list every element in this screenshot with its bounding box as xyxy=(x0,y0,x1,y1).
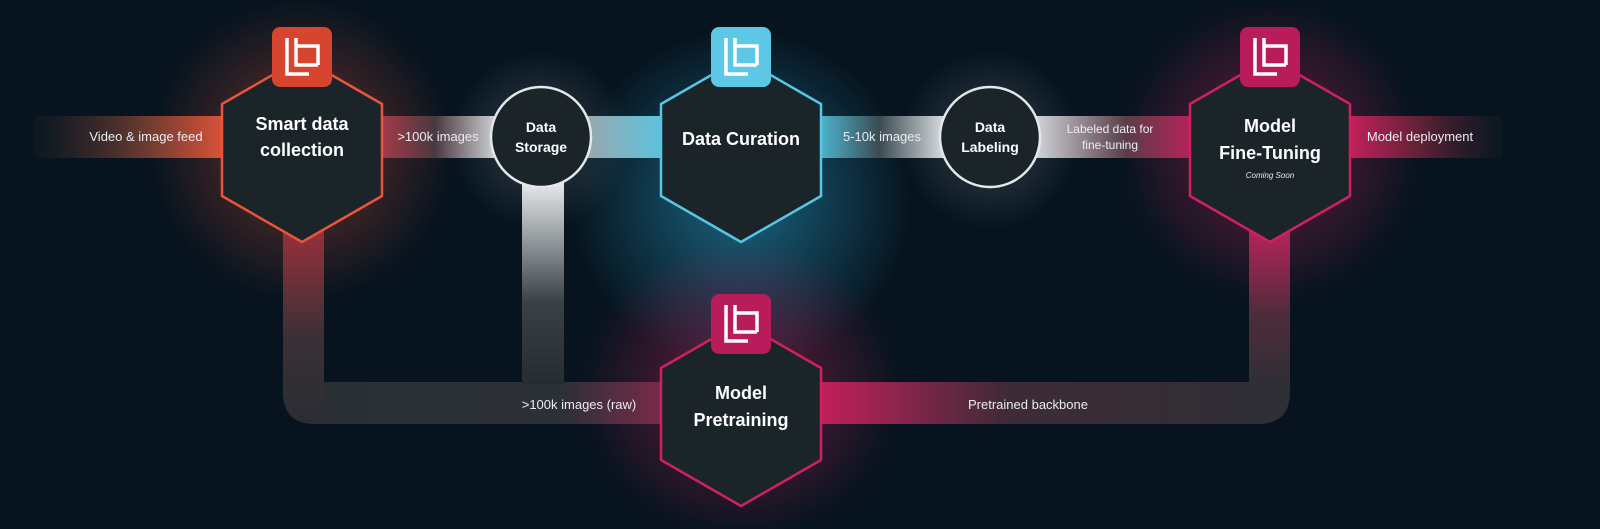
output-label: Model deployment xyxy=(1367,129,1474,144)
edge-collection-to-storage xyxy=(370,116,500,158)
edge-label-collection-storage: >100k images xyxy=(397,129,479,144)
node-smart-data-collection xyxy=(220,56,384,244)
node-model-pretraining xyxy=(659,320,823,508)
node-data-curation xyxy=(659,56,823,244)
edge-label-labeling-finetune-1: Labeled data for xyxy=(1067,122,1154,136)
smart-collection-label-2: collection xyxy=(260,140,344,160)
edge-curation-to-labeling xyxy=(812,116,947,158)
edge-output xyxy=(1340,116,1502,158)
input-label: Video & image feed xyxy=(89,129,202,144)
lightly-logo-icon xyxy=(1240,27,1300,87)
smart-collection-label-1: Smart data xyxy=(255,114,349,134)
finetune-label-2: Fine-Tuning xyxy=(1219,143,1321,163)
edge-label-labeling-finetune-2: fine-tuning xyxy=(1082,138,1138,152)
pretraining-label-1: Model xyxy=(715,383,767,403)
edge-label-pretraining-finetune: Pretrained backbone xyxy=(968,397,1088,412)
storage-label-1: Data xyxy=(526,119,557,135)
lightly-logo-icon xyxy=(711,294,771,354)
edge-labeling-to-finetune xyxy=(1035,116,1200,158)
edge-storage-to-curation xyxy=(585,116,670,158)
edge-storage-to-pretraining xyxy=(324,382,664,424)
labeling-label-1: Data xyxy=(975,119,1006,135)
node-data-labeling xyxy=(938,85,1042,189)
finetune-note: Coming Soon xyxy=(1246,171,1295,180)
finetune-label-1: Model xyxy=(1244,116,1296,136)
edge-label-storage-pretraining: >100k images (raw) xyxy=(522,397,637,412)
lightly-logo-icon xyxy=(711,27,771,87)
edge-storage-down xyxy=(522,180,564,384)
edge-label-curation-labeling: 5-10k images xyxy=(843,129,922,144)
node-data-storage xyxy=(489,85,593,189)
storage-label-2: Storage xyxy=(515,139,567,155)
pretraining-label-2: Pretraining xyxy=(693,410,788,430)
node-model-fine-tuning xyxy=(1188,56,1352,244)
curation-label: Data Curation xyxy=(682,129,800,149)
labeling-label-2: Labeling xyxy=(961,139,1019,155)
lightly-logo-icon xyxy=(272,27,332,87)
edge-input xyxy=(34,116,234,158)
edge-pretraining-to-finetune xyxy=(818,210,1290,424)
